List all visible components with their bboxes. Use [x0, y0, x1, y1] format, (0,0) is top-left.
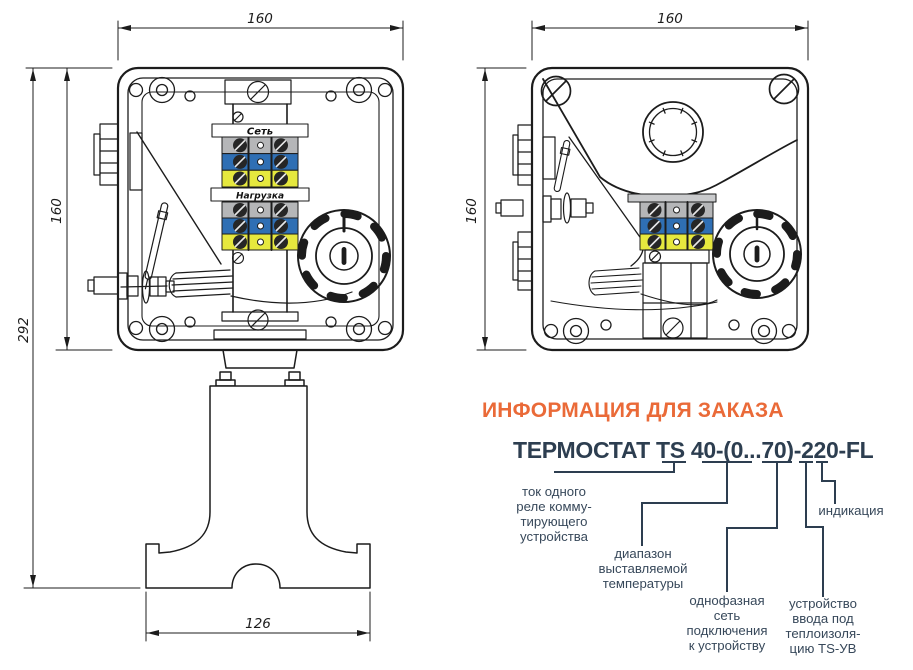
- dim-right-top-width: 160: [657, 11, 683, 27]
- bottom-bracket: [213, 309, 307, 340]
- callout-line-entry-device: [799, 461, 824, 597]
- dim-left-base-width: 126: [245, 616, 271, 632]
- callout-line-relay-current: [554, 461, 686, 473]
- cover-screws-top: [540, 73, 800, 107]
- corner-screw-bosses: [128, 76, 393, 343]
- order-model-code: ТЕРМОСТАТ TS 40-(0...70)-220-FL: [513, 437, 874, 463]
- order-callout-lines: [554, 461, 836, 597]
- cover-plate-edge: [542, 78, 798, 197]
- terminal-screw-slots: [234, 140, 287, 248]
- terminal-screw-slots-right: [649, 204, 704, 248]
- capillary-bolt-right-view: [495, 192, 594, 224]
- terminal-load-label: Нагрузка: [236, 192, 284, 202]
- terminal-center-dots-right: [673, 206, 680, 246]
- cover-center-hole: [642, 101, 704, 163]
- dim-left-top-width: 160: [247, 11, 273, 27]
- terminal-pedestal-right: [642, 249, 710, 339]
- capillary-tube: [136, 131, 222, 265]
- cable-gland-left: [93, 123, 143, 191]
- mounting-stand: [145, 349, 371, 589]
- dial-knob-right: [712, 209, 802, 299]
- terminal-label-bars: [210, 123, 310, 202]
- callout-line-temperature-range: [641, 461, 752, 546]
- callout-label-entry-device: устройство ввода под теплоизоля- цию TS-…: [785, 596, 861, 656]
- callout-label-indication: индикация: [818, 503, 884, 518]
- dim-left-box-height: 160: [49, 198, 65, 224]
- sensor-probe-right: [553, 139, 571, 193]
- terminal-net-label: Сеть: [247, 127, 273, 138]
- callout-label-mains-connection: однофазная сеть подключения к устройству: [686, 593, 768, 653]
- order-info-heading: ИНФОРМАЦИЯ ДЛЯ ЗАКАЗА: [482, 399, 784, 422]
- sensor-probe: [144, 202, 169, 290]
- cable-glands-left-right-view: [512, 124, 556, 291]
- top-terminal-mount: [224, 79, 292, 123]
- callout-label-relay-current: ток одного реле комму- тирующего устройс…: [516, 484, 592, 544]
- callout-line-mains-connection: [726, 461, 792, 592]
- callout-label-temperature-range: диапазон выставляемой температуры: [598, 546, 688, 591]
- right-technical-drawing: 160 160: [464, 11, 810, 352]
- terminal-lower-screw: [231, 251, 245, 265]
- dim-right-box-height: 160: [464, 198, 480, 224]
- capillary-coil-right: [550, 267, 718, 311]
- dim-left-total-height: 292: [16, 317, 32, 343]
- corner-bosses-bottom: [543, 317, 797, 345]
- dial-knob: [297, 209, 391, 303]
- dimension-lines-right-view: [476, 20, 809, 351]
- callout-line-indication: [816, 461, 836, 504]
- terminal-center-dots: [257, 141, 264, 246]
- left-technical-drawing: 160 160 292 126 Сеть Нагрузка: [16, 11, 405, 642]
- dimension-lines-left-view: [23, 20, 404, 642]
